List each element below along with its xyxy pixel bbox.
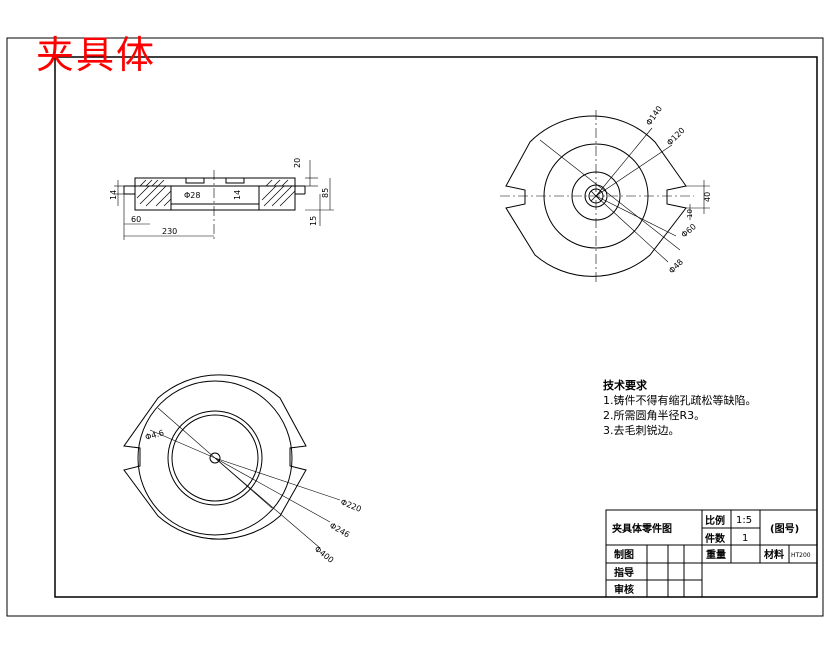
dim-plan-d3: Φ60: [680, 222, 698, 239]
note-item: 2.所需圆角半径R3。: [603, 409, 706, 422]
note-item: 1.铸件不得有缩孔疏松等缺陷。: [603, 394, 757, 407]
dim-top-height: 20: [293, 158, 302, 168]
count-label: 件数: [705, 532, 726, 545]
outer-frame: [6, 37, 824, 617]
dim-slot-width: 40: [703, 192, 712, 202]
title-block: [605, 509, 818, 598]
reviewed-by-label: 审核: [614, 583, 634, 596]
material-value: HT200: [791, 552, 811, 559]
dim-bottom-d4: Φ400: [313, 544, 336, 564]
weight-label: 重量: [706, 548, 726, 561]
technical-requirements: 技术要求 1.铸件不得有缩孔疏松等缺陷。 2.所需圆角半径R3。 3.去毛刺锐边…: [603, 378, 757, 438]
dim-bottom-d2: Φ220: [339, 498, 362, 514]
bottom-view: [123, 374, 341, 549]
part-name: 夹具体零件图: [612, 522, 672, 535]
guided-by-label: 指导: [614, 566, 634, 579]
dim-inner-height: 14: [233, 190, 242, 200]
scale-label: 比例: [705, 514, 725, 527]
drawing-title-stamp: 夹具体: [36, 33, 157, 77]
dim-slot-depth: 10: [686, 209, 694, 218]
drawing-no: (图号): [770, 523, 799, 535]
inner-frame: [54, 56, 818, 598]
dim-left-height: 14: [109, 190, 118, 200]
drawn-by-label: 制图: [614, 548, 634, 561]
dim-hole-dia: Φ28: [184, 191, 200, 200]
scale-value: 1:5: [736, 515, 752, 526]
dim-bottom-d3: Φ246: [328, 521, 351, 540]
dim-base-height: 15: [309, 216, 318, 226]
notes-heading: 技术要求: [603, 379, 647, 392]
dim-half-width: 230: [162, 227, 177, 236]
dim-plan-d4: Φ48: [667, 257, 685, 275]
dim-plan-d2: Φ120: [665, 126, 687, 148]
note-item: 3.去毛刺锐边。: [603, 424, 680, 437]
plan-view: [500, 110, 710, 282]
dim-left-offset: 60: [131, 215, 141, 224]
material-label: 材料: [764, 548, 784, 561]
dim-plan-d1: Φ140: [644, 104, 664, 127]
count-value: 1: [742, 533, 748, 544]
dim-total-height: 85: [321, 188, 330, 198]
front-section-view: [114, 160, 334, 240]
dim-bottom-d1: Φ4.6: [144, 428, 165, 442]
